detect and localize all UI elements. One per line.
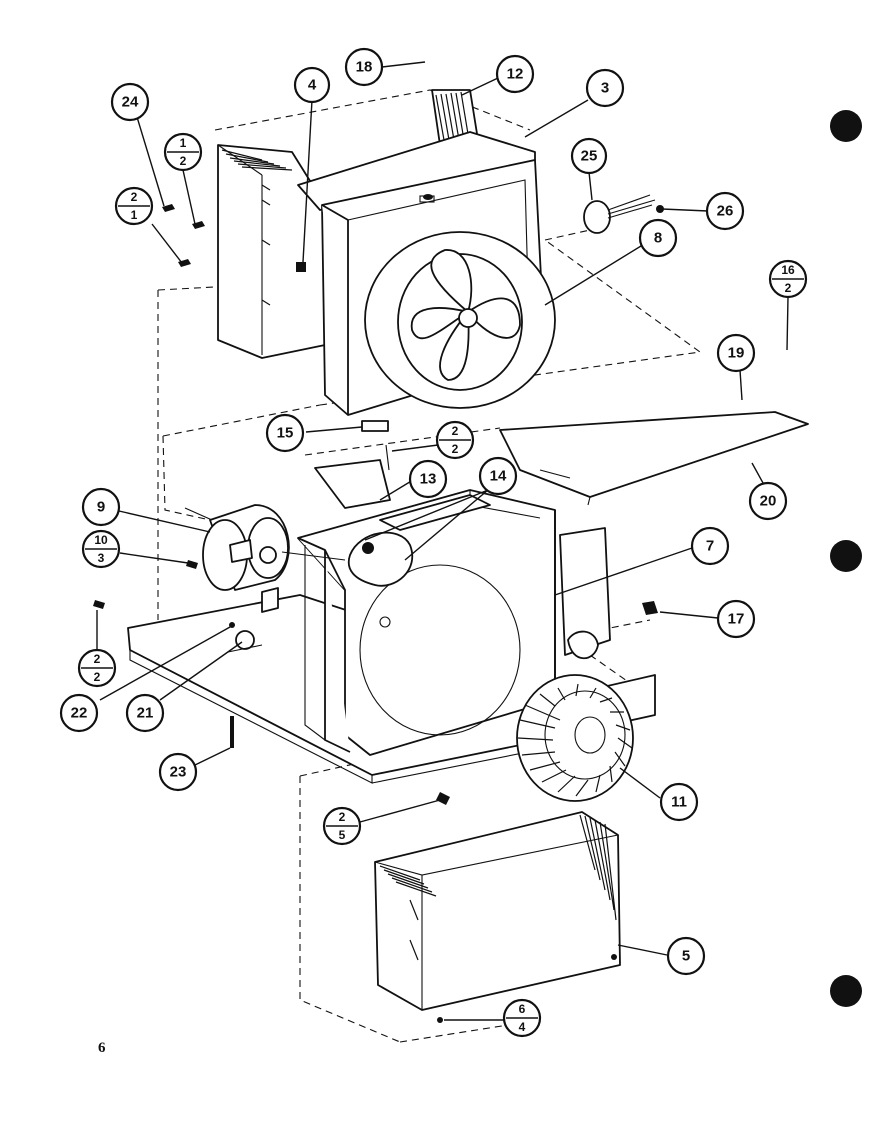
axial-fan-blade: [410, 249, 521, 381]
svg-text:3: 3: [98, 551, 105, 565]
screws-top-left: [162, 204, 205, 267]
fraction-callout-2-5: 2 5: [322, 806, 362, 846]
fan-shroud-panel: [297, 131, 556, 416]
callout-20: 20: [748, 481, 788, 521]
fraction-callout-16-2: 16 2: [768, 259, 808, 299]
svg-text:15: 15: [277, 425, 294, 442]
svg-text:2: 2: [180, 154, 187, 168]
callout-24: 24: [110, 82, 150, 122]
callout-21: 21: [125, 693, 165, 733]
svg-text:19: 19: [728, 345, 745, 362]
svg-text:4: 4: [308, 77, 317, 94]
svg-text:2: 2: [94, 652, 101, 666]
callout-3: 3: [585, 68, 625, 108]
svg-text:16: 16: [781, 263, 795, 277]
evaporator-coil-left: [217, 144, 326, 359]
callout-22: 22: [59, 693, 99, 733]
svg-text:9: 9: [97, 499, 105, 516]
svg-text:2: 2: [452, 442, 459, 456]
svg-text:6: 6: [519, 1002, 526, 1016]
registration-dot-bottom: [830, 975, 862, 1007]
fraction-callout-2-2-upper: 2 2: [435, 420, 475, 460]
page-number: 6: [98, 1040, 106, 1056]
svg-text:2: 2: [94, 670, 101, 684]
callout-8: 8: [638, 218, 678, 258]
svg-text:13: 13: [420, 471, 437, 488]
callout-5: 5: [666, 936, 706, 976]
callout-9: 9: [81, 487, 121, 527]
svg-text:11: 11: [671, 794, 687, 811]
callout-25: 25: [570, 137, 608, 175]
svg-text:1: 1: [180, 136, 187, 150]
svg-text:22: 22: [71, 705, 88, 722]
thermostat-part: [583, 194, 664, 234]
callout-26: 26: [705, 191, 745, 231]
callout-13: 13: [408, 459, 448, 499]
callout-19: 19: [716, 333, 756, 373]
svg-text:4: 4: [519, 1020, 526, 1034]
fraction-callout-6-4: 6 4: [502, 998, 542, 1038]
svg-text:25: 25: [581, 148, 598, 165]
svg-text:14: 14: [490, 468, 507, 485]
leader-lines: [96, 61, 789, 1021]
svg-text:3: 3: [601, 80, 609, 97]
svg-text:23: 23: [170, 764, 187, 781]
fraction-callout-2-2-lower: 2 2: [77, 648, 117, 688]
svg-text:5: 5: [339, 828, 346, 842]
fraction-callout-1-2: 1 2: [163, 132, 203, 172]
callout-12: 12: [495, 54, 535, 94]
svg-text:2: 2: [339, 810, 346, 824]
callout-17: 17: [716, 599, 756, 639]
base-hardware: [93, 560, 658, 805]
svg-text:26: 26: [717, 203, 734, 220]
svg-text:18: 18: [356, 59, 373, 76]
svg-text:10: 10: [94, 533, 108, 547]
svg-text:2: 2: [452, 424, 459, 438]
svg-text:17: 17: [728, 611, 745, 628]
callout-18: 18: [344, 47, 384, 87]
condenser-coil: [374, 811, 621, 1023]
clip-hardware: [296, 262, 306, 272]
blower-housing: [297, 489, 656, 756]
svg-text:24: 24: [122, 94, 139, 111]
callout-7: 7: [690, 526, 730, 566]
fraction-callout-10-3: 10 3: [81, 529, 121, 569]
svg-text:8: 8: [654, 230, 662, 247]
svg-text:5: 5: [682, 948, 690, 965]
registration-dot-middle: [830, 540, 862, 572]
svg-text:2: 2: [131, 190, 138, 204]
blower-wheel: [516, 674, 634, 802]
svg-text:12: 12: [507, 66, 524, 83]
svg-text:20: 20: [760, 493, 777, 510]
fraction-callout-2-1: 2 1: [114, 186, 154, 226]
top-cover-plate: [499, 411, 809, 506]
registration-dot-top: [830, 110, 862, 142]
callout-14: 14: [478, 456, 518, 496]
callout-11: 11: [659, 782, 699, 822]
svg-text:2: 2: [785, 281, 792, 295]
svg-text:1: 1: [131, 208, 138, 222]
callout-4: 4: [293, 66, 331, 104]
fan-motor: [184, 504, 346, 613]
svg-text:21: 21: [137, 705, 154, 722]
callout-23: 23: [158, 752, 198, 792]
mounting-bracket: [314, 420, 391, 509]
svg-text:7: 7: [706, 538, 714, 555]
callout-15: 15: [265, 413, 305, 453]
